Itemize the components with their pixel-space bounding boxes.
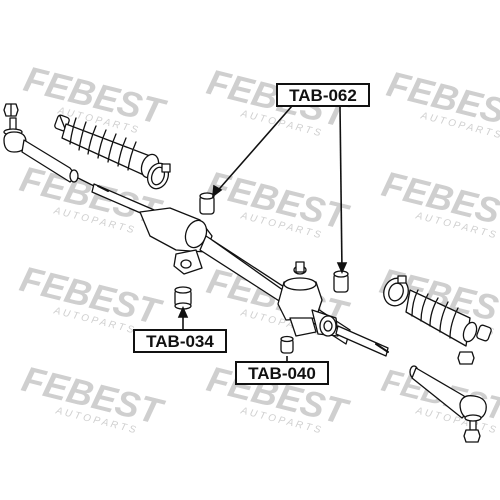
- bushing-tab-040: [280, 335, 294, 354]
- callout-box: [276, 83, 370, 107]
- right-rack-bar: [335, 325, 389, 357]
- bushing-tab-062-lower: [333, 270, 349, 293]
- arrowhead-tab-034: [177, 306, 189, 318]
- left-bellows-boot: [61, 117, 160, 179]
- callout-tab-034: TAB-034: [133, 329, 227, 353]
- pinion-valve-body: [277, 261, 339, 337]
- bushing-tab-034: [174, 286, 192, 310]
- callout-label: TAB-034: [146, 332, 214, 351]
- watermark-tile: FEBEST A U T O P A R T S: [383, 63, 500, 141]
- callout-label: TAB-040: [248, 364, 316, 383]
- arrowhead-tab-062-upper: [212, 184, 223, 198]
- callout-box: [133, 329, 227, 353]
- watermark-tile: FEBEST A U T O P A R T S: [378, 163, 500, 241]
- right-boot-small-clamp: [476, 324, 492, 342]
- leader-lines: [177, 105, 348, 362]
- right-bellows-boot: [405, 289, 478, 347]
- parts-layer: [3, 103, 492, 443]
- right-tie-rod-end: [409, 365, 487, 431]
- arrowhead-tab-062-lower: [336, 262, 348, 274]
- callout-tab-040: TAB-040: [235, 361, 329, 385]
- right-lower-nut: [463, 429, 481, 443]
- bushing-tab-062-upper: [199, 192, 215, 215]
- leader-tab-062-lower: [339, 105, 343, 273]
- callout-label: TAB-062: [289, 86, 357, 105]
- left-tie-rod-end: [3, 117, 95, 187]
- callout-tab-062: TAB-062: [276, 83, 370, 107]
- callout-box: [235, 361, 329, 385]
- left-upper-nut: [3, 103, 19, 117]
- watermark-tile: FEBEST A U T O P A R T S: [203, 163, 354, 241]
- watermark-tile: FEBEST A U T O P A R T S: [18, 358, 169, 436]
- right-lock-nut: [457, 351, 475, 365]
- leader-tab-062-upper: [212, 105, 293, 197]
- right-boot-large-clamp: [383, 275, 409, 307]
- left-boot-large-clamp: [146, 162, 171, 190]
